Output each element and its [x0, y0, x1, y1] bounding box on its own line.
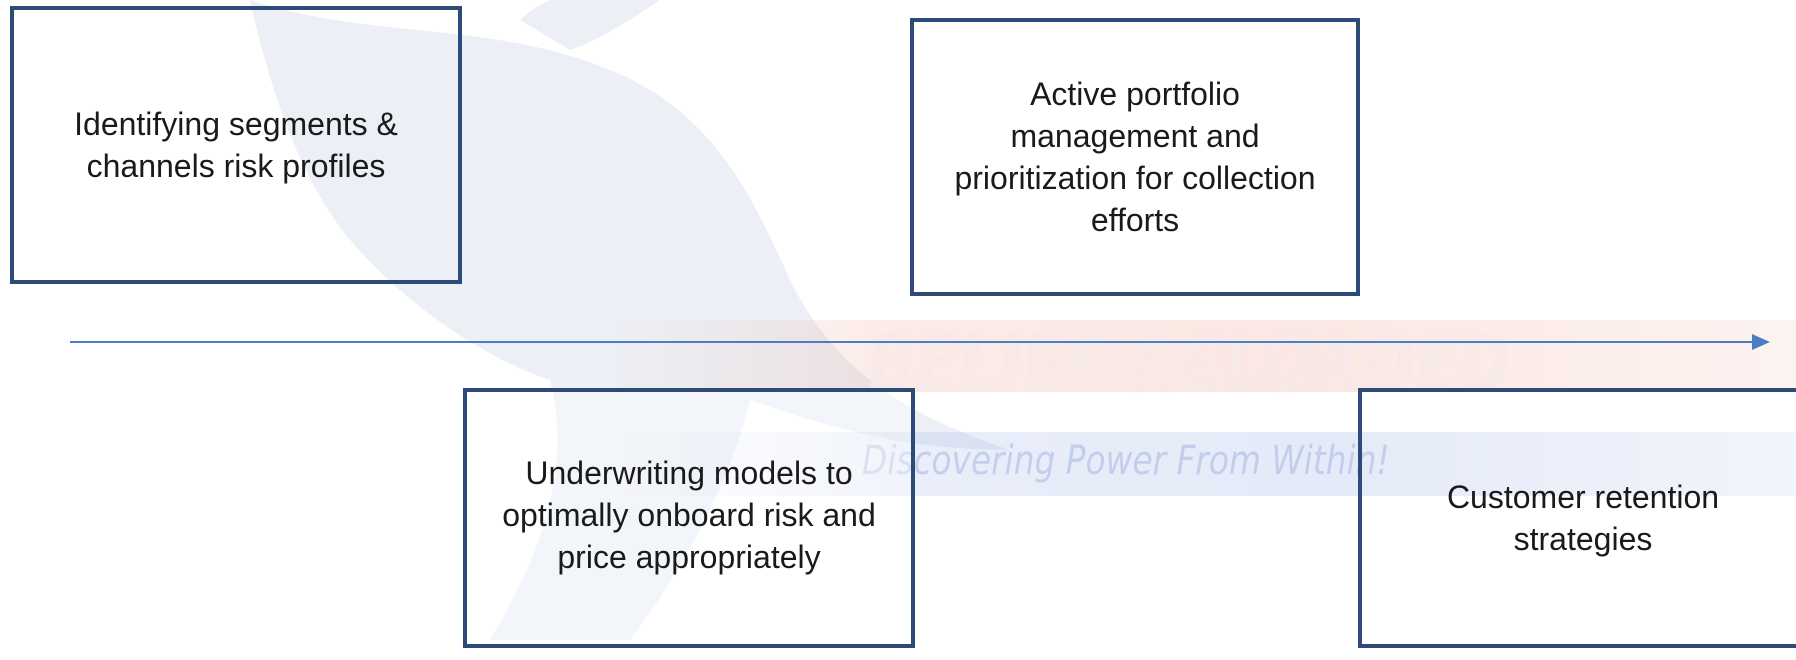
watermark-red-band	[600, 320, 1796, 392]
stage-box-portfolio: Active portfolio management and prioriti…	[910, 18, 1360, 296]
stage-box-underwriting: Underwriting models to optimally onboard…	[463, 388, 915, 648]
watermark-title: BELIEF RELOADED	[868, 320, 1512, 410]
stage-box-retention: Customer retention strategies	[1358, 388, 1796, 648]
stage-text: Identifying segments & channels risk pro…	[74, 106, 398, 184]
stage-text: Underwriting models to optimally onboard…	[502, 455, 876, 575]
eagle-watermark-icon	[250, 0, 1010, 640]
stage-text: Active portfolio management and prioriti…	[954, 76, 1316, 238]
stage-box-segments: Identifying segments & channels risk pro…	[10, 6, 462, 284]
watermark-blue-band	[620, 432, 1796, 496]
stage-text: Customer retention strategies	[1446, 479, 1720, 557]
watermark-tagline: Discovering Power From Within!	[862, 438, 1390, 484]
